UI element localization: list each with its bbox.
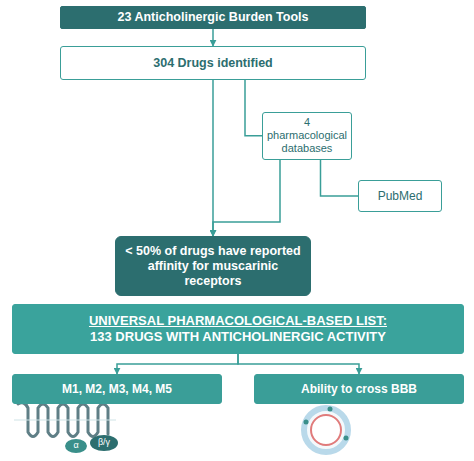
property-box: M1, M2, M3, M4, M5 [12, 374, 222, 404]
vessel-inner [311, 415, 341, 445]
property-box: Ability to cross BBB [254, 374, 464, 404]
receptor-illustration [14, 403, 118, 453]
cell-dot [344, 436, 349, 441]
node-text: 23 Anticholinergic Burden Tools [118, 10, 309, 25]
connector [238, 354, 359, 374]
node-text: M1, M2, M3, M4, M5 [62, 382, 172, 396]
node-text: Ability to cross BBB [301, 382, 417, 396]
connector [212, 80, 214, 236]
subunit-label: α [70, 441, 82, 450]
cell-dot [328, 407, 333, 412]
beta-gamma-subunit [90, 435, 118, 451]
vessel-outer [304, 408, 348, 452]
source-box: PubMed [358, 180, 442, 212]
cell-dot [304, 420, 309, 425]
connector [213, 160, 280, 236]
connector [212, 29, 214, 46]
node-text: UNIVERSAL PHARMACOLOGICAL-BASED LIST: [89, 313, 387, 329]
process-box: 304 Drugs identified [60, 46, 366, 80]
node-text: PubMed [378, 189, 423, 203]
node-text: 4 pharmacological databases [267, 116, 347, 156]
node-text: < 50% of drugs have reported affinity fo… [124, 244, 302, 289]
connector [321, 160, 359, 196]
node-text: 133 DRUGS WITH ANTICHOLINERGIC ACTIVITY [90, 329, 386, 345]
result-box: UNIVERSAL PHARMACOLOGICAL-BASED LIST:133… [12, 304, 464, 354]
subunit-label: β/γ [91, 438, 117, 447]
bbb-illustration [304, 407, 349, 453]
process-box: 23 Anticholinergic Burden Tools [60, 6, 366, 29]
source-box: 4 pharmacological databases [262, 112, 352, 160]
connector [245, 80, 262, 136]
membrane-line [14, 420, 116, 421]
process-box: < 50% of drugs have reported affinity fo… [115, 236, 311, 296]
node-text: 304 Drugs identified [153, 56, 272, 71]
alpha-subunit [65, 439, 87, 453]
connector [117, 354, 238, 374]
